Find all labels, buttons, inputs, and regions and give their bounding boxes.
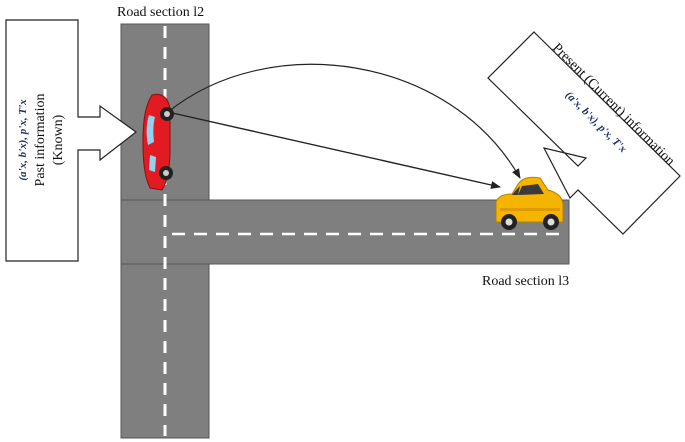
past-info-callout-shape bbox=[5, 19, 138, 262]
past-info-formula: (a'x, b'x), p'x, T'x bbox=[17, 99, 29, 181]
yellow-car-window-rear bbox=[512, 186, 520, 195]
yellow-car-stripe bbox=[500, 208, 560, 211]
red-car-windshield bbox=[146, 115, 155, 145]
road-network bbox=[120, 23, 570, 439]
present-info-callout-shape bbox=[487, 31, 681, 235]
yellow-car-window-front bbox=[518, 184, 544, 195]
past-info-title-line1: Past information bbox=[33, 94, 48, 187]
red-car-rear-hub bbox=[163, 170, 169, 176]
road-junction-fill bbox=[122, 201, 208, 263]
past-info-title-line2: (Known) bbox=[51, 114, 66, 165]
red-car-front-hub bbox=[164, 111, 170, 117]
road-section-l2-label: Road section l2 bbox=[117, 5, 204, 20]
yellow-car-front-hub bbox=[547, 218, 555, 226]
road-section-l3-label: Road section l3 bbox=[482, 274, 569, 289]
red-car-rear-window bbox=[149, 155, 156, 172]
red-car bbox=[142, 93, 174, 191]
straight-arrow bbox=[167, 111, 501, 189]
curved-arrow bbox=[167, 63, 521, 179]
yellow-car-rear-hub bbox=[505, 218, 513, 226]
yellow-car bbox=[495, 176, 564, 230]
past-info-callout: Past information (Known) (a'x, b'x), p'x… bbox=[5, 19, 138, 262]
